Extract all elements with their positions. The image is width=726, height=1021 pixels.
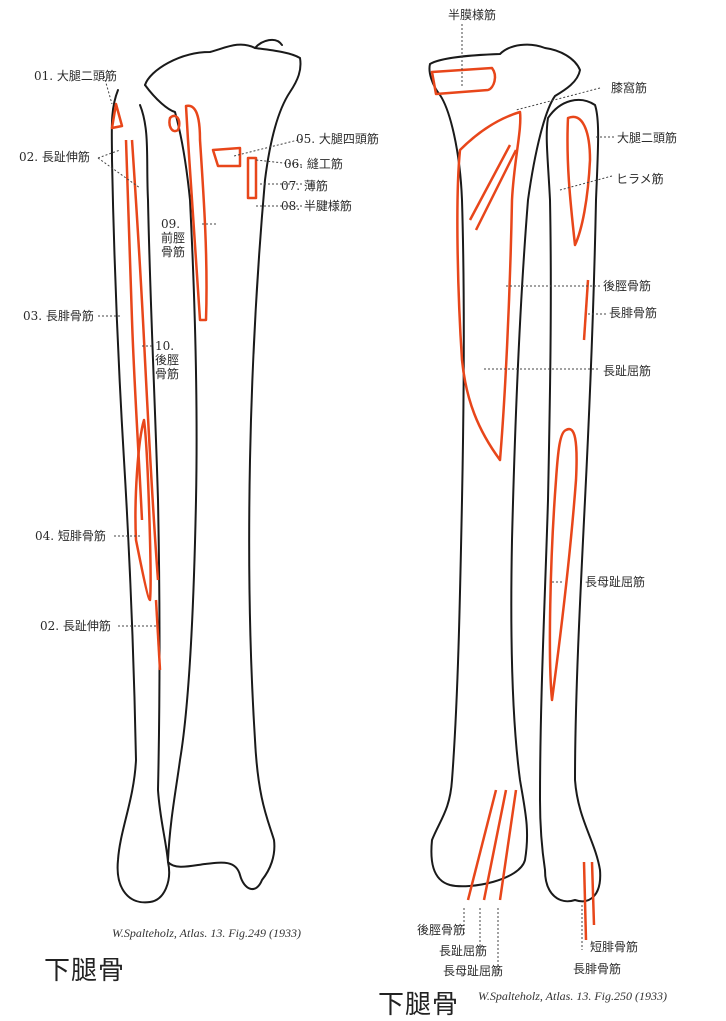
label-biceps-femoris: 大腿二頭筋 [617, 131, 678, 145]
label-peroneus-brevis-04: 04. 短腓骨筋 [35, 529, 106, 543]
label-flexor-digitorum-longus: 長趾屈筋 [603, 364, 652, 378]
label-gracilis-07: 07. 薄筋 [281, 179, 328, 193]
label-semimembranosus: 半膜様筋 [448, 8, 497, 22]
muscle-attachment-markings [110, 66, 596, 941]
label-ext-digitorum-longus-02b: 02. 長趾伸筋 [40, 619, 111, 633]
label-popliteus: 膝窩筋 [611, 81, 648, 95]
label-flexor-hallucis-longus-tendon: 長母趾屈筋 [443, 964, 504, 978]
title-posterior: 下腿骨 [378, 990, 460, 1020]
title-anterior: 下腿骨 [44, 956, 126, 986]
label-sartorius-06: 06. 縫工筋 [284, 157, 343, 171]
label-tibialis-posterior-10: 10. 後脛 骨筋 [155, 339, 180, 381]
caption-fig249: W.Spalteholz, Atlas. 13. Fig.249 (1933) [112, 926, 301, 940]
label-quadriceps-05: 05. 大腿四頭筋 [296, 132, 379, 146]
label-peroneus-longus: 長腓骨筋 [609, 306, 658, 320]
label-semitendinosus-08: 08. 半腱様筋 [281, 199, 352, 213]
label-ext-digitorum-longus-02: 02. 長趾伸筋 [19, 150, 90, 164]
label-tibialis-posterior: 後脛骨筋 [603, 279, 652, 293]
label-tibialis-posterior-tendon: 後脛骨筋 [417, 923, 466, 937]
leader-lines [97, 24, 614, 975]
caption-fig250: W.Spalteholz, Atlas. 13. Fig.250 (1933) [478, 989, 667, 1003]
label-peroneus-brevis-tendon: 短腓骨筋 [590, 940, 639, 954]
label-biceps-femoris-01: 01. 大腿二頭筋 [34, 69, 117, 83]
label-flexor-digitorum-longus-tendon: 長趾屈筋 [439, 944, 488, 958]
label-flexor-hallucis-longus: 長母趾屈筋 [585, 575, 646, 589]
label-soleus: ヒラメ筋 [616, 172, 664, 186]
label-peroneus-longus-03: 03. 長腓骨筋 [23, 309, 94, 323]
label-tibialis-anterior-09: 09. 前脛 骨筋 [161, 217, 186, 259]
anterior-bones-outline [110, 38, 602, 904]
label-peroneus-longus-tendon: 長腓骨筋 [573, 962, 622, 976]
